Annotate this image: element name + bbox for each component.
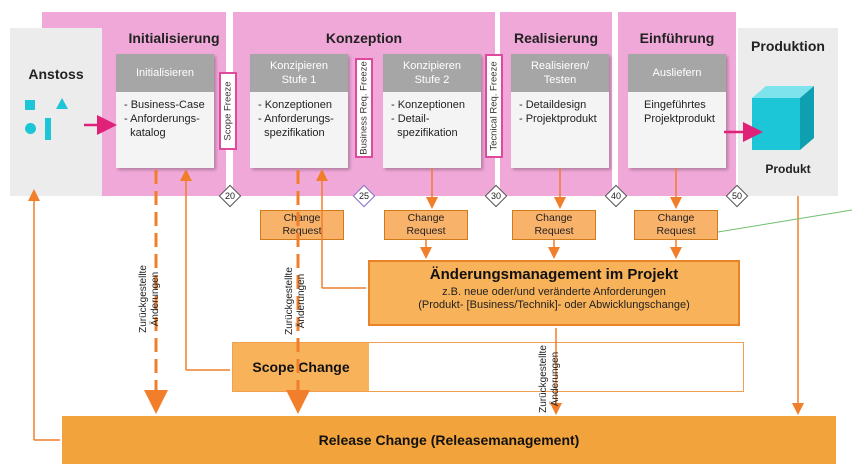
product-label: Produkt [765,162,811,176]
scope-change-label-bg: Scope Change [233,343,369,391]
phase-title-einfuehrung: Einführung [639,30,715,46]
milestone-label-40: 40 [610,191,621,201]
phase-title-anstoss-front: Anstoss [28,66,84,82]
phase-title-produktion: Produktion [751,38,825,54]
business-req-freeze-tag: Business Req. Freeze [355,58,373,158]
card-initialisieren: Initialisieren - Business-Case - Anforde… [116,54,214,168]
card-body-konzipieren-1: - Konzeptionen - Anforderungs- spezifika… [258,99,334,139]
card-body-ausliefern: Eingeführtes Projektprodukt [644,99,715,125]
release-change-bar: Release Change (Releasemanagement) [62,416,836,464]
returned-changes-label-2: Zurückgestellte Änderungen [284,267,307,335]
aenderungsmanagement-line2: (Produkt- [Business/Technik]- oder Abwic… [418,299,690,311]
card-konzipieren-stufe-1: Konzipieren Stufe 1 - Konzeptionen - Anf… [250,54,348,168]
card-head-ausliefern: Ausliefern [628,54,726,92]
change-request-1: Change Request [260,210,344,240]
change-request-3: Change Request [512,210,596,240]
phase-title-realisierung: Realisierung [513,30,599,46]
milestone-label-30: 30 [490,191,501,201]
returned-changes-label-3: Zurückgestellte Änderungen [538,345,561,413]
release-change-label: Release Change (Releasemanagement) [318,432,580,448]
milestone-label-25: 25 [358,191,369,201]
change-request-4: Change Request [634,210,718,240]
bar-shape-icon [45,118,51,140]
square-shape-icon [25,100,35,110]
scope-freeze-tag: Scope Freeze [219,72,237,150]
phase-produktion: Produktion Produkt [738,28,838,196]
card-head-initialisieren: Initialisieren [116,54,214,92]
card-realisieren: Realisieren/ Testen - Detaildesign - Pro… [511,54,609,168]
circle-shape-icon [25,123,36,134]
card-head-konzipieren-2: Konzipieren Stufe 2 [383,54,481,92]
card-body-konzipieren-2: - Konzeptionen - Detail- spezifikation [391,99,465,139]
scope-change-label: Scope Change [252,359,350,375]
card-body-realisieren: - Detaildesign - Projektprodukt [519,99,597,125]
card-konzipieren-stufe-2: Konzipieren Stufe 2 - Konzeptionen - Det… [383,54,481,168]
phase-title-initialisierung: Initialisierung [128,30,220,46]
change-request-2: Change Request [384,210,468,240]
card-body-initialisieren: - Business-Case - Anforderungs- katalog [124,99,205,139]
scope-change-box: Scope Change [232,342,744,392]
card-head-konzipieren-1: Konzipieren Stufe 1 [250,54,348,92]
milestone-label-20: 20 [224,191,235,201]
card-head-realisieren: Realisieren/ Testen [511,54,609,92]
technical-req-freeze-tag: Tecnical Req. Freeze [485,54,503,158]
phase-title-konzeption: Konzeption [325,30,403,46]
aenderungsmanagement-box: Änderungsmanagement im Projekt z.B. neue… [368,260,740,326]
returned-changes-label-1: Zurückgestellte Änderungen [138,265,161,333]
phase-anstoss-front: Anstoss [10,28,102,196]
aenderungsmanagement-line1: z.B. neue oder/und veränderte Anforderun… [442,286,666,298]
card-ausliefern: Ausliefern Eingeführtes Projektprodukt [628,54,726,168]
milestone-label-50: 50 [731,191,742,201]
aenderungsmanagement-title: Änderungsmanagement im Projekt [429,266,679,283]
triangle-shape-icon [56,98,68,109]
